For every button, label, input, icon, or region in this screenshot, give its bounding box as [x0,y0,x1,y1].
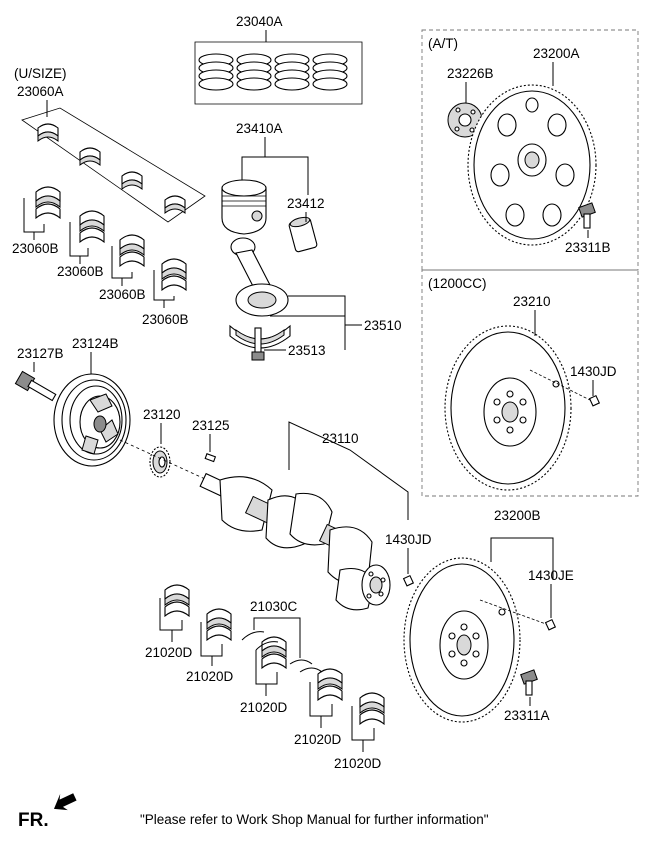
connecting-rod [230,237,289,317]
pulley-bolt [14,370,57,402]
at-label: (A/T) [428,36,458,51]
part-label-21020D-2: 21020D [186,669,234,684]
part-label-21020D-5: 21020D [334,756,382,771]
part-label-23510: 23510 [364,318,402,333]
piston [221,179,267,235]
part-label-23412: 23412 [287,196,325,211]
part-label-23060B-1: 23060B [12,241,59,256]
cc1200-label: (1200CC) [428,276,487,291]
piston-ring-set [194,30,363,105]
crankshaft-pulley [53,373,131,467]
part-label-1430JD-b: 1430JD [385,532,432,547]
part-label-23311A: 23311A [504,708,550,723]
part-label-23060A: 23060A [17,84,64,99]
flywheel-bolt [520,669,538,696]
flywheel-1200cc [444,325,572,491]
footer-note: "Please refer to Work Shop Manual for fu… [140,812,489,827]
part-label-23311B: 23311B [565,240,611,255]
part-label-1430JE: 1430JE [528,568,574,583]
flexplate-drive [467,84,597,246]
part-label-21020D-4: 21020D [294,732,342,747]
bearing-shell [37,123,59,143]
part-label-23060B-2: 23060B [57,264,104,279]
part-label-23110: 23110 [322,431,359,446]
part-label-23200A: 23200A [533,46,580,61]
main-bearing-group [159,584,385,752]
conrod-bearing-group [23,186,187,308]
part-label-21020D-3: 21020D [240,700,288,715]
part-label-23226B: 23226B [447,66,494,81]
piston-pin [288,216,318,253]
usize-label: (U/SIZE) [14,66,67,81]
part-label-23513: 23513 [288,343,326,358]
rod-bolt [251,327,265,361]
crankshaft [199,472,391,611]
part-label-23200B: 23200B [494,508,541,523]
part-label-21020D-1: 21020D [145,645,193,660]
flexplate-spacer [447,102,483,138]
part-label-23125: 23125 [192,418,230,433]
part-label-23410A: 23410A [236,121,283,136]
woodruff-key [204,453,217,463]
undersize-bearing-set [21,107,206,223]
part-label-23124B: 23124B [72,336,119,351]
part-label-23210: 23210 [513,294,551,309]
flywheel-main [403,557,521,723]
rod-cap [229,324,291,349]
part-label-23040A: 23040A [236,14,283,29]
part-label-23127B: 23127B [17,346,64,361]
part-label-23120: 23120 [143,407,181,422]
part-label-21030C: 21030C [250,599,298,614]
front-arrow-icon [53,793,77,811]
part-label-23060B-4: 23060B [142,312,189,327]
flexplate-bolt [578,202,596,229]
part-label-23060B-3: 23060B [99,287,146,302]
front-direction-label: FR. [18,810,49,831]
part-label-1430JD-a: 1430JD [570,364,617,379]
crank-sprocket [149,446,171,478]
